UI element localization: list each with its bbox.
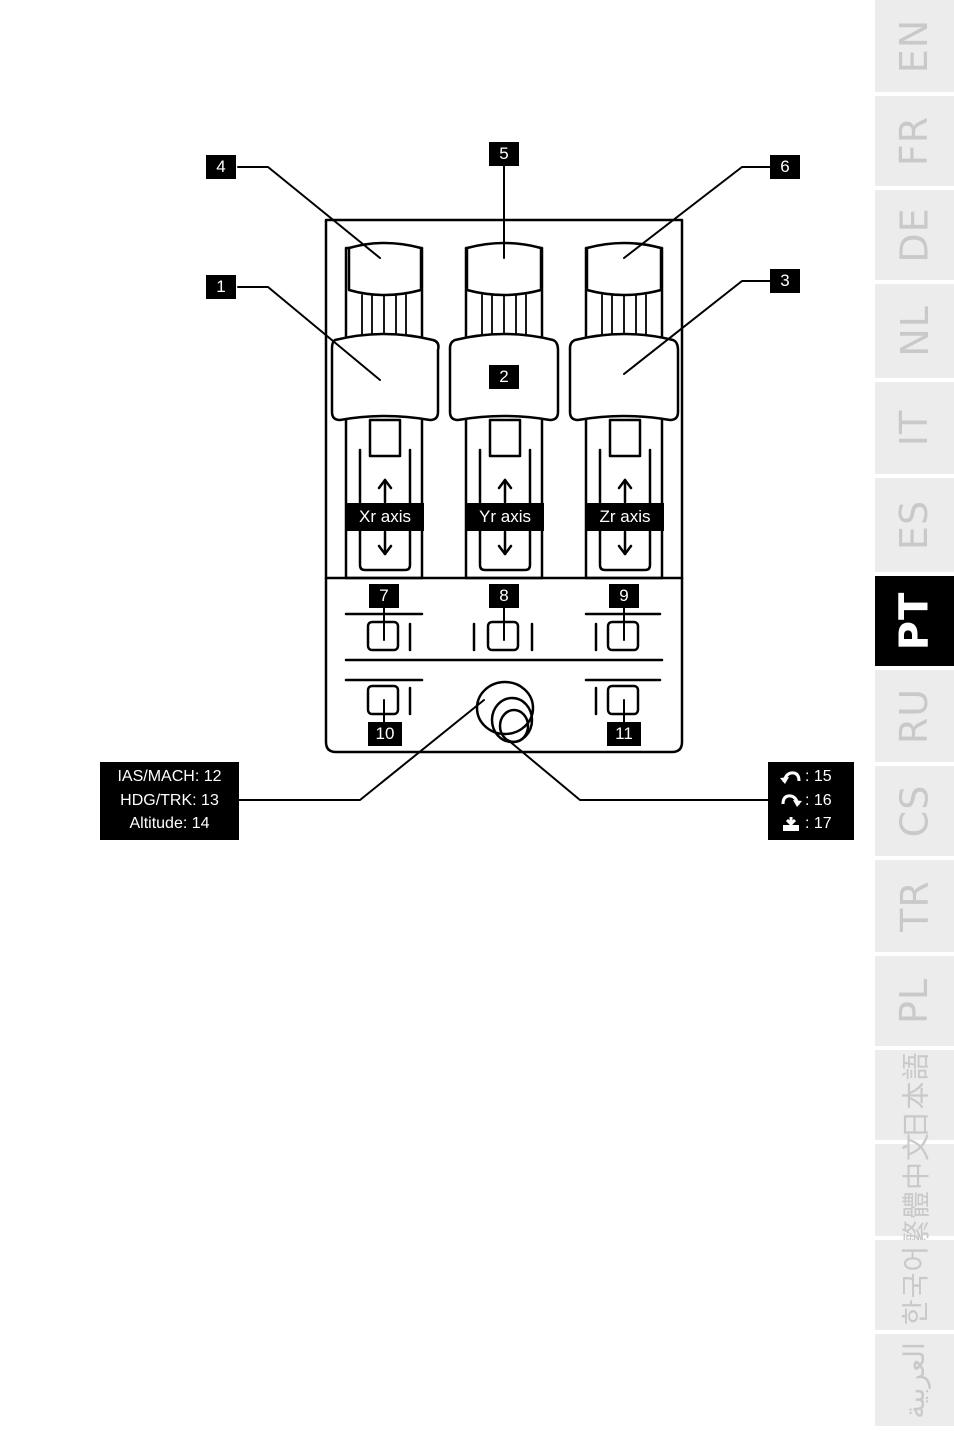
- lang-tab-pt[interactable]: PT: [875, 576, 954, 666]
- callout-6: 6: [770, 155, 800, 179]
- knob-action-ccw: : 15: [805, 768, 832, 785]
- knob-functions-callout: IAS/MACH: 12 HDG/TRK: 13 Altitude: 14: [100, 762, 239, 840]
- device-body: [324, 218, 684, 754]
- callout-11: 11: [607, 722, 641, 746]
- lang-tab-en[interactable]: EN: [875, 0, 954, 92]
- axis-label-z: Zr axis: [586, 503, 664, 531]
- lever-cap-middle: [465, 241, 543, 297]
- lang-tab-es[interactable]: ES: [875, 478, 954, 572]
- knob-action-cw: : 16: [805, 791, 832, 809]
- callout-9: 9: [609, 584, 639, 608]
- callout-5: 5: [489, 142, 519, 166]
- lang-tab-fr[interactable]: FR: [875, 96, 954, 186]
- leader-lines: [237, 164, 771, 801]
- callout-10: 10: [368, 722, 402, 746]
- lang-tab-pl[interactable]: PL: [875, 956, 954, 1046]
- lang-tab-cs[interactable]: CS: [875, 766, 954, 856]
- callout-2: 2: [489, 365, 519, 389]
- rotate-right-icon: [781, 794, 802, 808]
- lever-grip-left: [330, 332, 440, 422]
- knob-action-row: : 15: [780, 765, 854, 789]
- lever-grip-right: [568, 332, 680, 422]
- lang-tab-it[interactable]: IT: [875, 382, 954, 474]
- callout-7: 7: [369, 584, 399, 608]
- lang-tab-ar[interactable]: العربية: [875, 1334, 954, 1426]
- lang-tab-tr[interactable]: TR: [875, 860, 954, 952]
- axis-label-x: Xr axis: [346, 503, 424, 531]
- knob-actions-callout: : 15 : 16 : 17: [768, 762, 854, 840]
- knob-function-ias: IAS/MACH: 12: [117, 768, 222, 785]
- lang-tab-nl[interactable]: NL: [875, 284, 954, 378]
- callout-8: 8: [489, 584, 519, 608]
- knob-action-row: : 16: [780, 789, 854, 813]
- lang-tab-de[interactable]: DE: [875, 190, 954, 280]
- callout-3: 3: [770, 269, 800, 293]
- lang-tab-ko[interactable]: 한국어: [875, 1240, 954, 1330]
- knob-action-push: : 17: [805, 815, 832, 832]
- callout-1: 1: [206, 275, 236, 299]
- lever-cap-right: [585, 241, 663, 297]
- callout-4: 4: [206, 155, 236, 179]
- knob-action-row: : 17: [780, 812, 854, 836]
- rotary-knob: [475, 680, 535, 744]
- lever-cap-left: [347, 241, 423, 297]
- rotate-left-icon: [780, 771, 801, 784]
- lang-tab-zh[interactable]: 繁體中文: [875, 1132, 954, 1248]
- knob-function-altitude: Altitude: 14: [129, 815, 210, 832]
- knob-function-hdg: HDG/TRK: 13: [120, 791, 219, 809]
- axis-label-y: Yr axis: [466, 503, 544, 531]
- lang-tab-ru[interactable]: RU: [875, 670, 954, 762]
- lang-tab-ja[interactable]: 日本語: [875, 1050, 954, 1140]
- push-button-icon: [783, 816, 799, 831]
